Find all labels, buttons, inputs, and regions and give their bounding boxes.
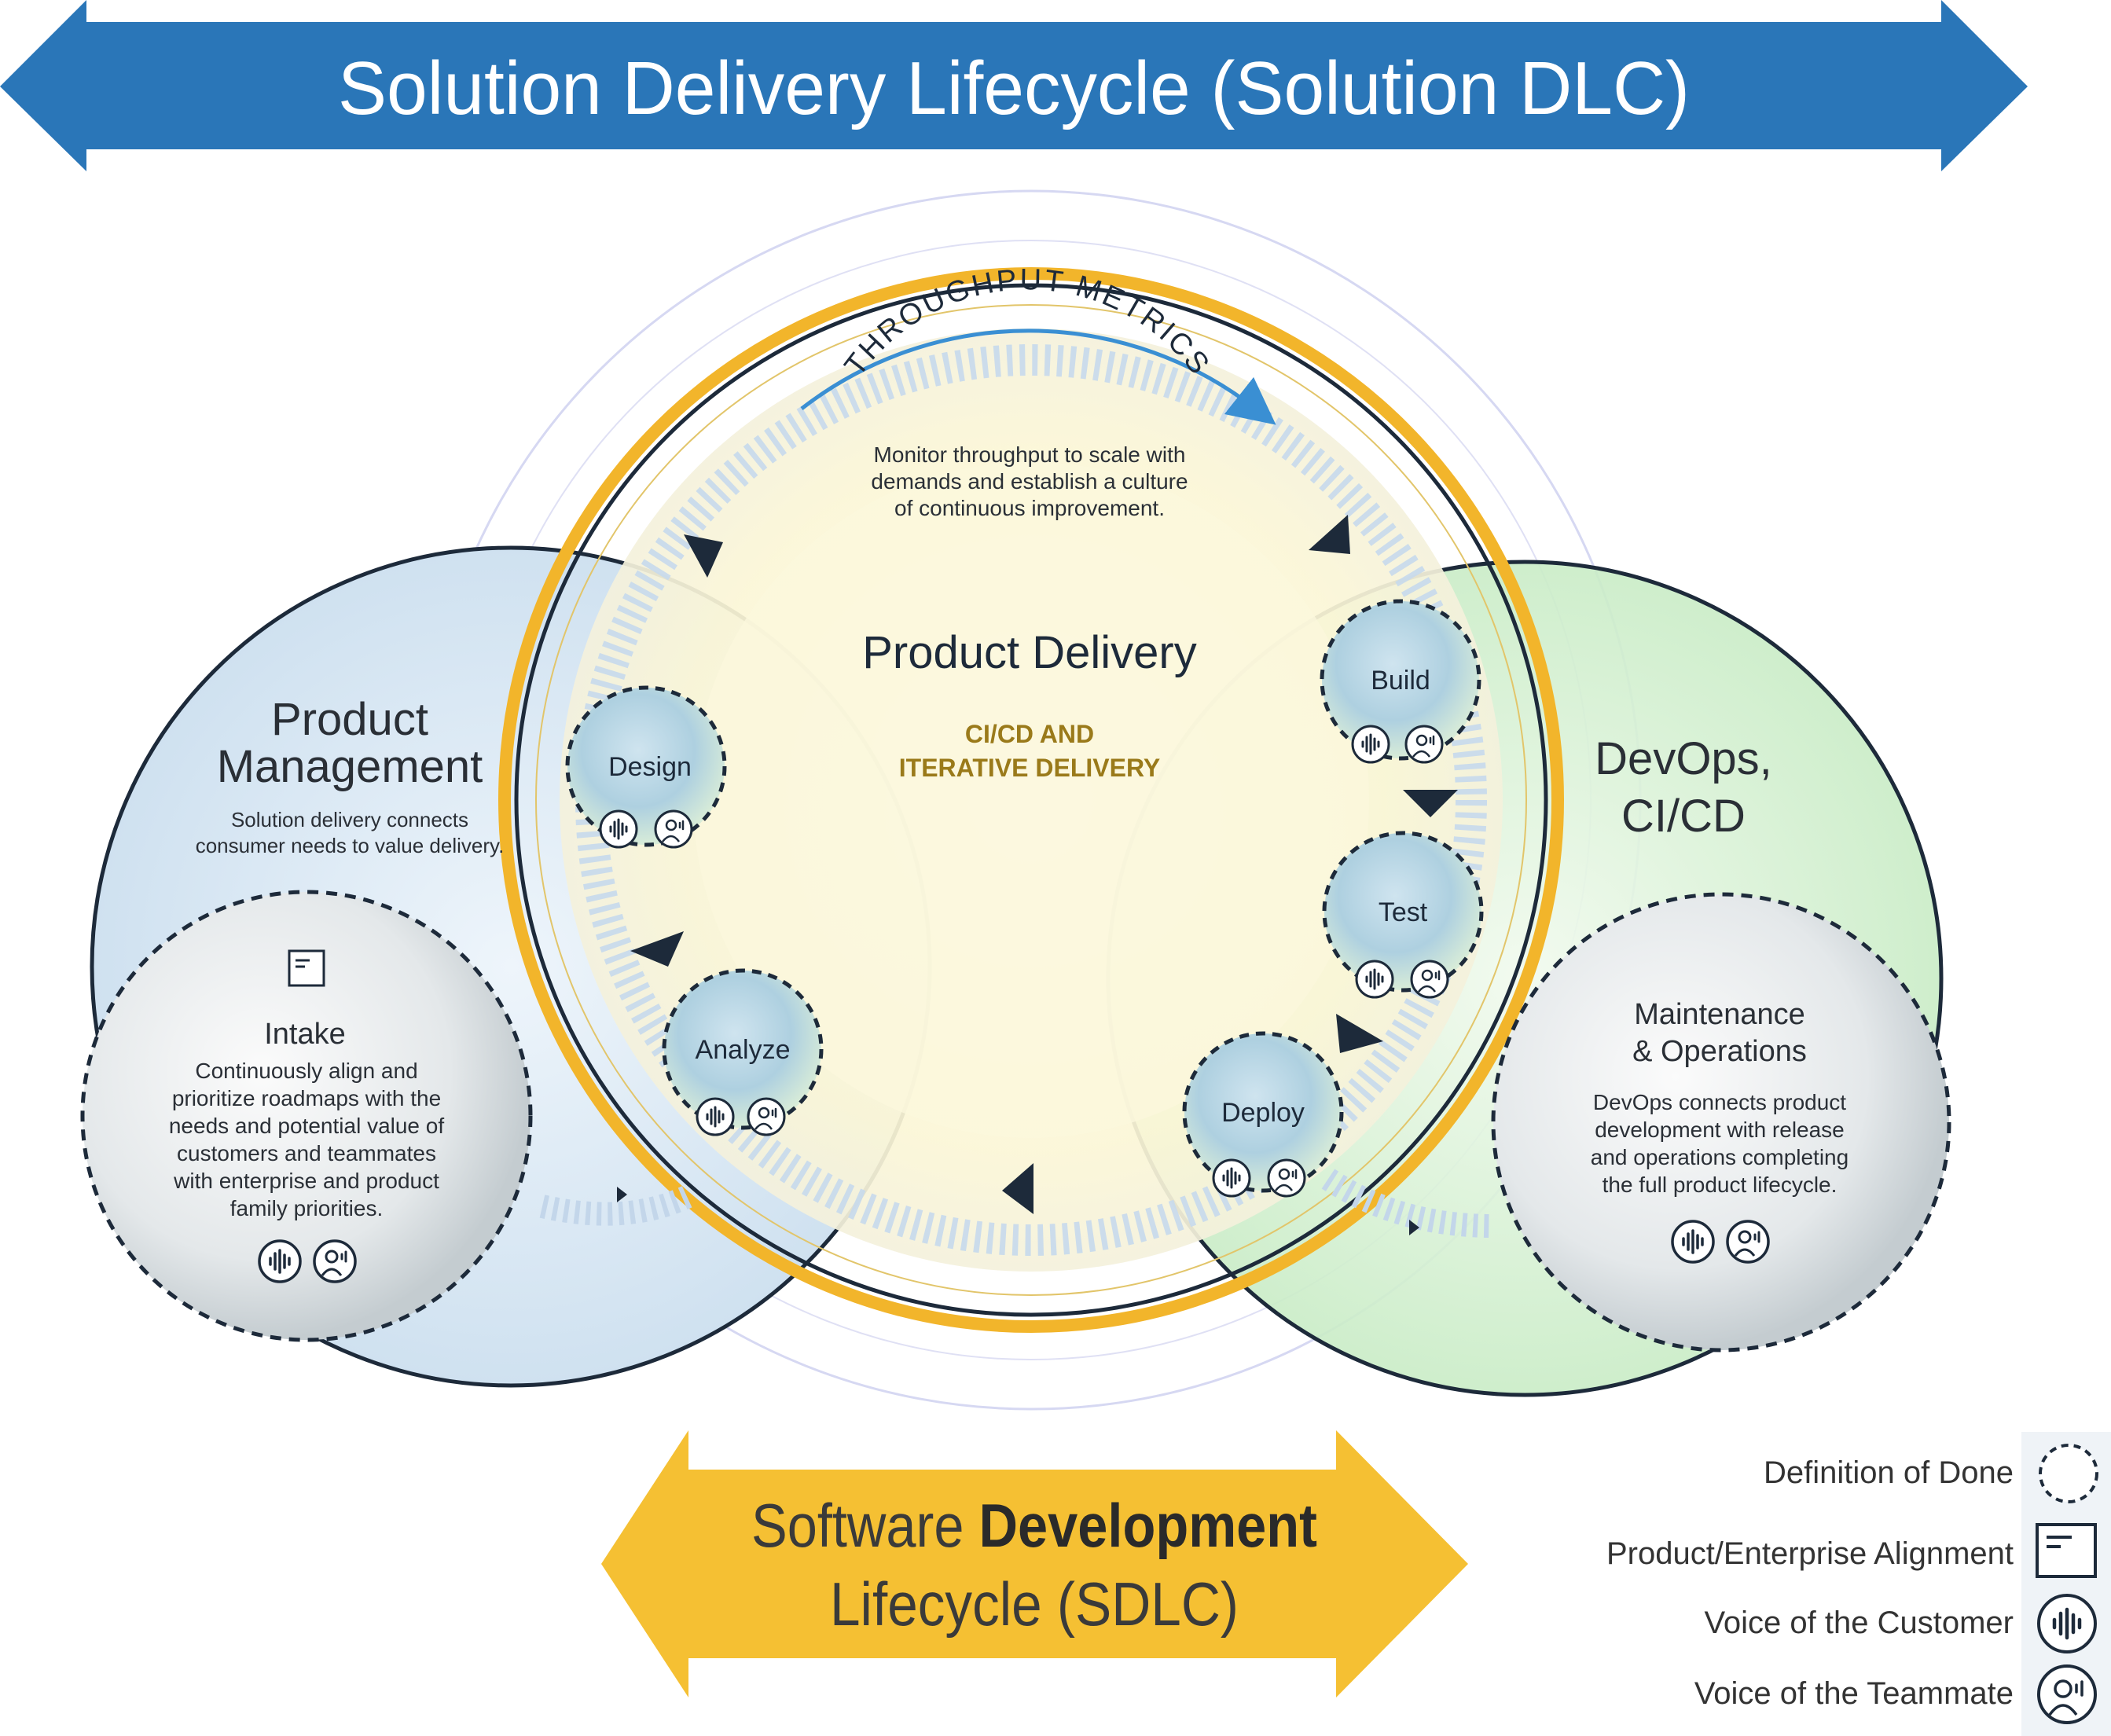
flow-arrow-top-left [684, 534, 723, 578]
intake-description-3: needs and potential value of [169, 1114, 444, 1138]
design-dod-circle [565, 685, 727, 847]
legend-label-voice-customer: Voice of the Customer [1704, 1606, 2014, 1640]
waveform-icon [1671, 1220, 1715, 1264]
design-label: Design [608, 752, 692, 782]
build-stage[interactable]: Build [1320, 599, 1481, 764]
solution-dlc-arrow [0, 0, 2028, 171]
waveform-icon [1212, 1158, 1251, 1198]
flow-arrow-top-right [1309, 515, 1350, 554]
maintenance-description-1: DevOps connects product [1593, 1090, 1846, 1114]
person-voice-icon [313, 1239, 357, 1283]
person-voice-icon [1404, 725, 1444, 764]
flow-arrow-right-1 [1403, 790, 1458, 817]
sdlc-arrow [601, 1430, 1468, 1697]
header-title: Solution Delivery Lifecycle (Solution DL… [338, 46, 1690, 130]
maintenance-description-2: development with release [1595, 1118, 1845, 1142]
inner-core [693, 462, 1369, 1138]
intake-title: Intake [264, 1018, 346, 1051]
waveform-icon [2037, 1594, 2097, 1653]
throughput-description-2: demands and establish a culture [871, 469, 1188, 494]
product-delivery-title: Product Delivery [862, 627, 1196, 678]
design-stage[interactable]: Design [565, 685, 727, 849]
intake-description-1: Continuously align and [195, 1059, 417, 1083]
intake-dod-circle [80, 890, 533, 1342]
intake-description-5: with enterprise and product [173, 1169, 439, 1193]
waveform-icon [258, 1239, 302, 1283]
product-management-description-2: consumer needs to value delivery. [196, 834, 505, 857]
analyze-label: Analyze [696, 1035, 791, 1065]
product-delivery-thin-ring [535, 304, 1527, 1296]
deploy-dod-circle [1182, 1031, 1344, 1193]
person-voice-icon [747, 1097, 786, 1136]
flow-arrow-intake [617, 1187, 627, 1202]
intake-description-6: family priorities. [230, 1196, 383, 1220]
maintenance-title-2: & Operations [1632, 1035, 1807, 1068]
throughput-stripes-outer [575, 344, 1487, 1256]
person-voice-icon [654, 809, 693, 849]
product-delivery-yellow-ring [498, 267, 1564, 1333]
legend-label-definition-of-done: Definition of Done [1764, 1455, 2014, 1490]
devops-title-2: CI/CD [1621, 791, 1746, 842]
flow-arrow-bottom [1002, 1163, 1033, 1214]
analyze-stage[interactable]: Analyze [662, 968, 824, 1136]
intake-description-2: prioritize roadmaps with the [172, 1086, 441, 1110]
devops-title-1: DevOps, [1595, 733, 1772, 784]
intake-stage[interactable]: Intake Continuously align and prioritize… [80, 890, 533, 1342]
maintenance-stage[interactable]: Maintenance & Operations DevOps connects… [1491, 892, 1951, 1352]
build-label: Build [1371, 666, 1430, 696]
maintenance-description-4: the full product lifecycle. [1603, 1173, 1837, 1197]
document-icon [2036, 1523, 2097, 1578]
waveform-icon [1355, 960, 1394, 999]
product-delivery-dark-ring [514, 283, 1548, 1317]
legend: Definition of Done Product/Enterprise Al… [1606, 1432, 2111, 1736]
document-icon [288, 949, 325, 987]
waveform-icon [599, 809, 638, 849]
analyze-dod-circle [662, 968, 824, 1130]
test-stage[interactable]: Test [1322, 831, 1484, 999]
sdlc-title-line2: Lifecycle (SDLC) [830, 1569, 1239, 1639]
legend-label-alignment: Product/Enterprise Alignment [1606, 1536, 2014, 1571]
person-voice-icon [2037, 1664, 2097, 1724]
build-dod-circle [1320, 599, 1481, 761]
person-voice-icon [1267, 1158, 1306, 1198]
product-management-title-1: Product [271, 694, 428, 745]
intake-flow-stripes [539, 1184, 697, 1226]
throughput-description-3: of continuous improvement. [894, 496, 1165, 520]
maintenance-description-3: and operations completing [1591, 1145, 1849, 1169]
product-management-description-1: Solution delivery connects [231, 808, 468, 831]
waveform-icon [696, 1097, 735, 1136]
flow-arrow-right-2 [1336, 1014, 1383, 1053]
person-voice-icon [1726, 1220, 1770, 1264]
product-delivery-subtitle-2: ITERATIVE DELIVERY [899, 754, 1160, 782]
sdlc-title-line1: Software Development [751, 1491, 1317, 1560]
product-delivery-subtitle-1: CI/CD AND [965, 720, 1094, 748]
flow-arrow-left [630, 931, 684, 967]
throughput-arrow [800, 328, 1276, 425]
throughput-description-1: Monitor throughput to scale with [874, 442, 1186, 467]
flow-arrow-maintenance [1409, 1220, 1419, 1235]
product-management-title-2: Management [217, 741, 483, 792]
maintenance-title-1: Maintenance [1634, 998, 1805, 1031]
deploy-stage[interactable]: Deploy [1182, 1031, 1344, 1198]
deploy-label: Deploy [1221, 1098, 1305, 1128]
waveform-icon [1351, 725, 1390, 764]
dashed-circle-icon [2039, 1444, 2098, 1503]
legend-label-voice-teammate: Voice of the Teammate [1694, 1676, 2014, 1711]
maintenance-dod-circle [1491, 892, 1951, 1352]
test-label: Test [1379, 897, 1428, 927]
test-dod-circle [1322, 831, 1484, 993]
intake-description-4: customers and teammates [177, 1141, 436, 1165]
person-voice-icon [1410, 960, 1449, 999]
